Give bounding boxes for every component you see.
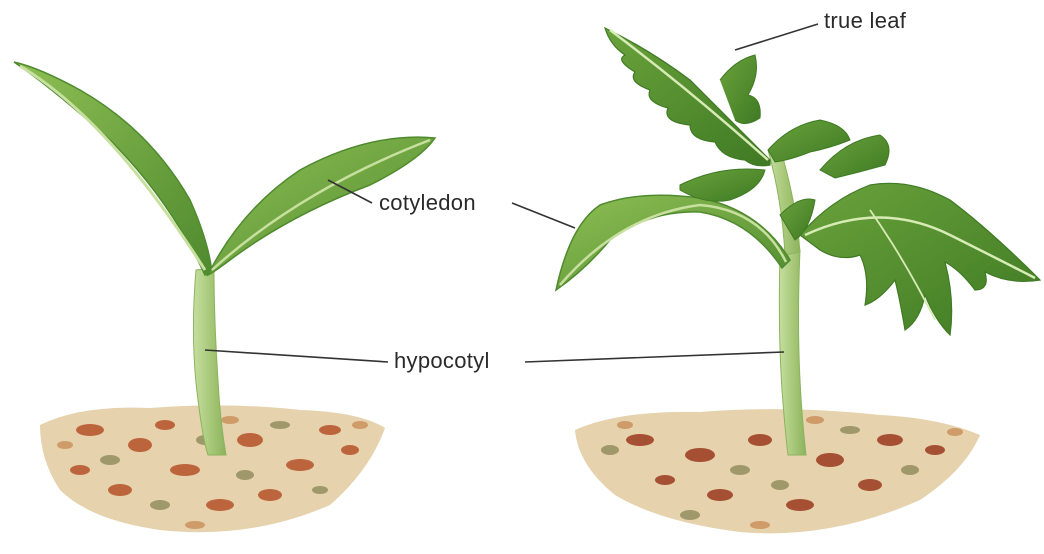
leader-true-leaf	[735, 24, 818, 50]
leader-cotyledon-right	[512, 203, 575, 228]
true-leaf-label: true leaf	[824, 10, 906, 32]
leader-hypocotyl-left	[205, 350, 388, 362]
true-leaf-cluster-upper	[605, 28, 889, 201]
right-seedling	[556, 28, 1040, 533]
hypocotyl-label: hypocotyl	[394, 350, 490, 372]
leader-hypocotyl-right	[525, 352, 784, 362]
right-soil	[575, 409, 980, 533]
cotyledon-label: cotyledon	[379, 192, 476, 214]
left-seedling	[14, 62, 435, 532]
true-leaf-cluster-right	[780, 183, 1040, 335]
